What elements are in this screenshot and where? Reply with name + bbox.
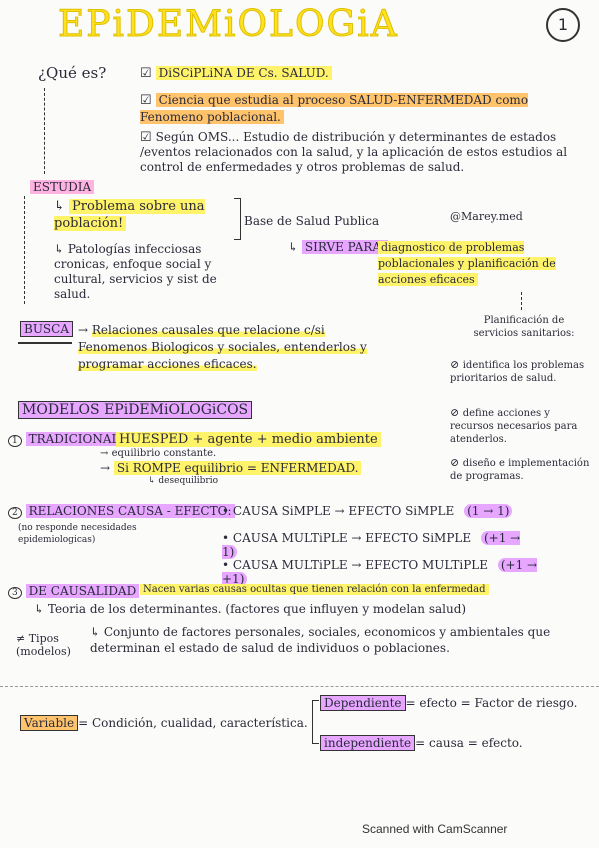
causalidad-line-3: ↳ Conjunto de factores personales, socia… bbox=[90, 625, 551, 655]
planificacion-item-1: ⊘ identifica los problemas prioritarios … bbox=[450, 358, 585, 384]
relacion-row-2: • CAUSA MULTiPLE → EFECTO SiMPLE (+1 → 1… bbox=[222, 531, 521, 559]
busca-text: → Relaciones causales que relacione c/si… bbox=[78, 323, 367, 371]
estudia-item-2: ↳ Patologías infecciosas cronicas, enfoq… bbox=[54, 242, 217, 301]
causalidad-label: 3 DE CAUSALIDAD → bbox=[8, 584, 153, 599]
busca-label: BUSCA bbox=[20, 321, 73, 337]
causalidad-line-1: Nacen varias causas ocultas que tienen r… bbox=[140, 584, 590, 595]
tradicional-line-1: HUESPED + agente + medio ambiente bbox=[116, 432, 381, 447]
tradicional-line-2: → equilibrio constante. bbox=[100, 448, 217, 459]
planificacion-item-2: ⊘ define acciones y recursos necesarios … bbox=[450, 406, 578, 445]
base-salud-publica: Base de Salud Publica bbox=[244, 214, 380, 228]
connector-line bbox=[521, 292, 522, 310]
underline bbox=[18, 342, 72, 344]
causalidad-line-2: ↳ Teoria de los determinantes. (factores… bbox=[34, 602, 467, 616]
checkbox-icon: ☑ bbox=[140, 66, 152, 81]
independiente-line: independiente= causa = efecto. bbox=[320, 735, 590, 751]
scanner-watermark: Scanned with CamScanner bbox=[362, 822, 508, 836]
check-circle-icon: ⊘ bbox=[450, 456, 463, 469]
arrow-icon: ↳ bbox=[288, 240, 302, 254]
arrow-icon: → bbox=[100, 461, 114, 475]
que-es-item-3: ☑Según OMS... Estudio de distribución y … bbox=[140, 130, 568, 174]
que-es-item-2: ☑Ciencia que estudia al proceso SALUD-EN… bbox=[140, 93, 529, 124]
arrow-icon: ↳ bbox=[34, 602, 48, 616]
dependiente-line: Dependiente= efecto = Factor de riesgo. bbox=[320, 695, 590, 711]
checkbox-icon: ☑ bbox=[140, 93, 152, 108]
arrow-icon: ↳ bbox=[54, 199, 70, 214]
check-circle-icon: ⊘ bbox=[450, 358, 463, 371]
que-es-label: ¿Qué es? bbox=[38, 64, 107, 82]
arrow-icon: → bbox=[100, 448, 112, 459]
page-number: 1 bbox=[546, 8, 580, 42]
bracket bbox=[234, 198, 241, 240]
planificacion-item-3: ⊘ diseño e implementación de programas. bbox=[450, 456, 590, 482]
relacion-row-1: • CAUSA SiMPLE → EFECTO SiMPLE (1 → 1) bbox=[222, 504, 522, 518]
connector-line bbox=[44, 88, 45, 174]
relaciones-label: 2 RELACIONES CAUSA - EFECTO: bbox=[8, 504, 235, 519]
estudia-item-1: ↳ Problema sobre una población! bbox=[54, 199, 205, 231]
planificacion-heading: Planificación de servicios sanitarios: bbox=[473, 315, 575, 339]
sirve-para-label: ↳ SIRVE PARA: bbox=[288, 240, 389, 254]
modelos-heading: MODELOS EPiDEMiOLOGiCOS bbox=[18, 401, 253, 419]
que-es-item-1: ☑DiSCiPLiNA DE Cs. SALUD. bbox=[140, 66, 560, 81]
relacion-row-3: • CAUSA MULTiPLE → EFECTO MULTiPLE (+1 →… bbox=[222, 558, 538, 586]
checkbox-icon: ☑ bbox=[140, 130, 152, 145]
variable-line: Variable= Condición, cualidad, caracterí… bbox=[20, 715, 308, 731]
tipos-modelos: ≠ Tipos (modelos) bbox=[16, 632, 71, 658]
page-title: EPiDEMiOLOGiA bbox=[58, 4, 399, 46]
connector-line bbox=[24, 196, 25, 304]
estudia-label: ESTUDIA bbox=[30, 180, 95, 194]
arrow-icon: ↳ bbox=[90, 625, 104, 639]
watermark-handle: @Marey.med bbox=[450, 210, 523, 223]
tradicional-line-3: → Si ROMPE equilibrio = ENFERMEDAD. bbox=[100, 461, 362, 475]
divider bbox=[0, 686, 599, 687]
check-circle-icon: ⊘ bbox=[450, 406, 463, 419]
arrow-icon: → bbox=[78, 323, 92, 337]
arrow-icon: ↳ bbox=[148, 476, 159, 486]
sirve-para-text: diagnostico de problemas poblacionales y… bbox=[378, 241, 556, 286]
tradicional-line-4: ↳ desequilibrio bbox=[148, 476, 218, 486]
arrow-icon: ↳ bbox=[54, 242, 68, 256]
relaciones-note: (no responde necesidades epidemiologicas… bbox=[18, 523, 137, 545]
bracket bbox=[312, 700, 319, 744]
